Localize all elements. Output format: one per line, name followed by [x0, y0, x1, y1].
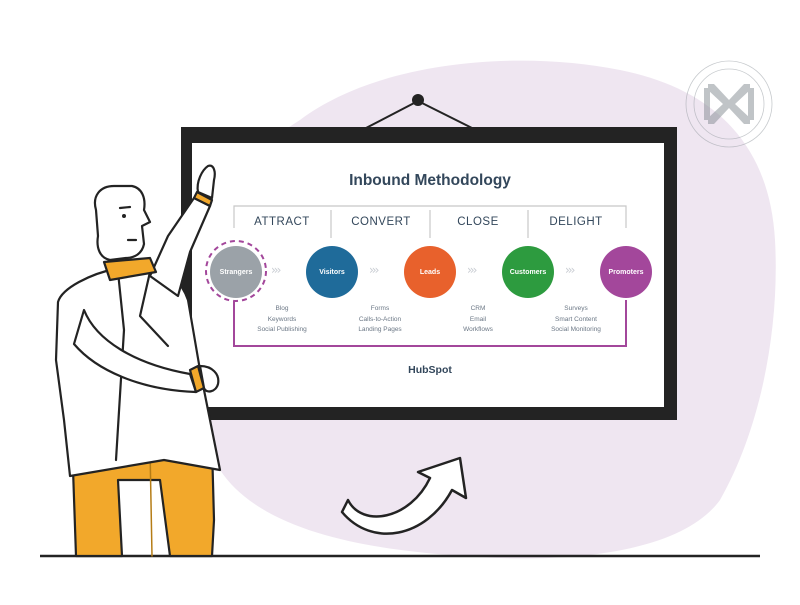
stage-label-attract: ATTRACT — [254, 216, 310, 228]
curved-arrow-icon — [340, 456, 468, 535]
stage-item: Workflows — [463, 326, 493, 333]
peyvand-logo-icon — [685, 60, 773, 148]
chevron-right-icon: ››› — [565, 263, 576, 277]
stage-item: Calls-to-Action — [358, 315, 402, 323]
stage-items-delight: Surveys Smart Content Social Monitoring — [526, 304, 626, 336]
stage-item: Forms — [370, 305, 390, 312]
stage-label-delight: DELIGHT — [549, 216, 603, 228]
stage-item: Landing Pages — [358, 326, 402, 333]
stage-item: Keywords — [267, 315, 297, 323]
chevron-right-icon: ››› — [369, 263, 380, 277]
funnel-loop-line — [233, 300, 627, 347]
stage-item: Social Publishing — [257, 326, 307, 333]
stage-item: Smart Content — [555, 315, 597, 323]
node-visitors: Visitors — [306, 246, 358, 298]
presenter-character — [54, 164, 222, 558]
stage-item: Surveys — [564, 305, 588, 312]
presenter-raised-hand — [196, 164, 216, 200]
presenter-head — [93, 184, 152, 262]
stage-label-convert: CONVERT — [351, 216, 411, 228]
diagram-title: Inbound Methodology — [349, 172, 511, 189]
chevron-right-icon: ››› — [467, 263, 478, 277]
presenter-scarf — [102, 256, 158, 282]
hubspot-logo: HubSpot — [408, 364, 452, 376]
stage-item: Blog — [275, 305, 289, 312]
stage-items-close: CRM Email Workflows — [428, 304, 528, 336]
stage-item: CRM — [470, 305, 486, 312]
stage-bracket — [233, 205, 627, 238]
stage-label-close: CLOSE — [457, 216, 499, 228]
node-promoters: Promoters — [600, 246, 652, 298]
stage-item: Email — [469, 315, 487, 323]
chevron-right-icon: ››› — [271, 263, 282, 277]
hanging-wire — [365, 94, 473, 129]
stage-items-convert: Forms Calls-to-Action Landing Pages — [330, 304, 430, 336]
stage-items-attract: Blog Keywords Social Publishing — [232, 304, 332, 336]
stage-item: Social Monitoring — [551, 326, 601, 333]
node-customers: Customers — [502, 246, 554, 298]
node-strangers: Strangers — [210, 246, 262, 298]
node-leads: Leads — [404, 246, 456, 298]
